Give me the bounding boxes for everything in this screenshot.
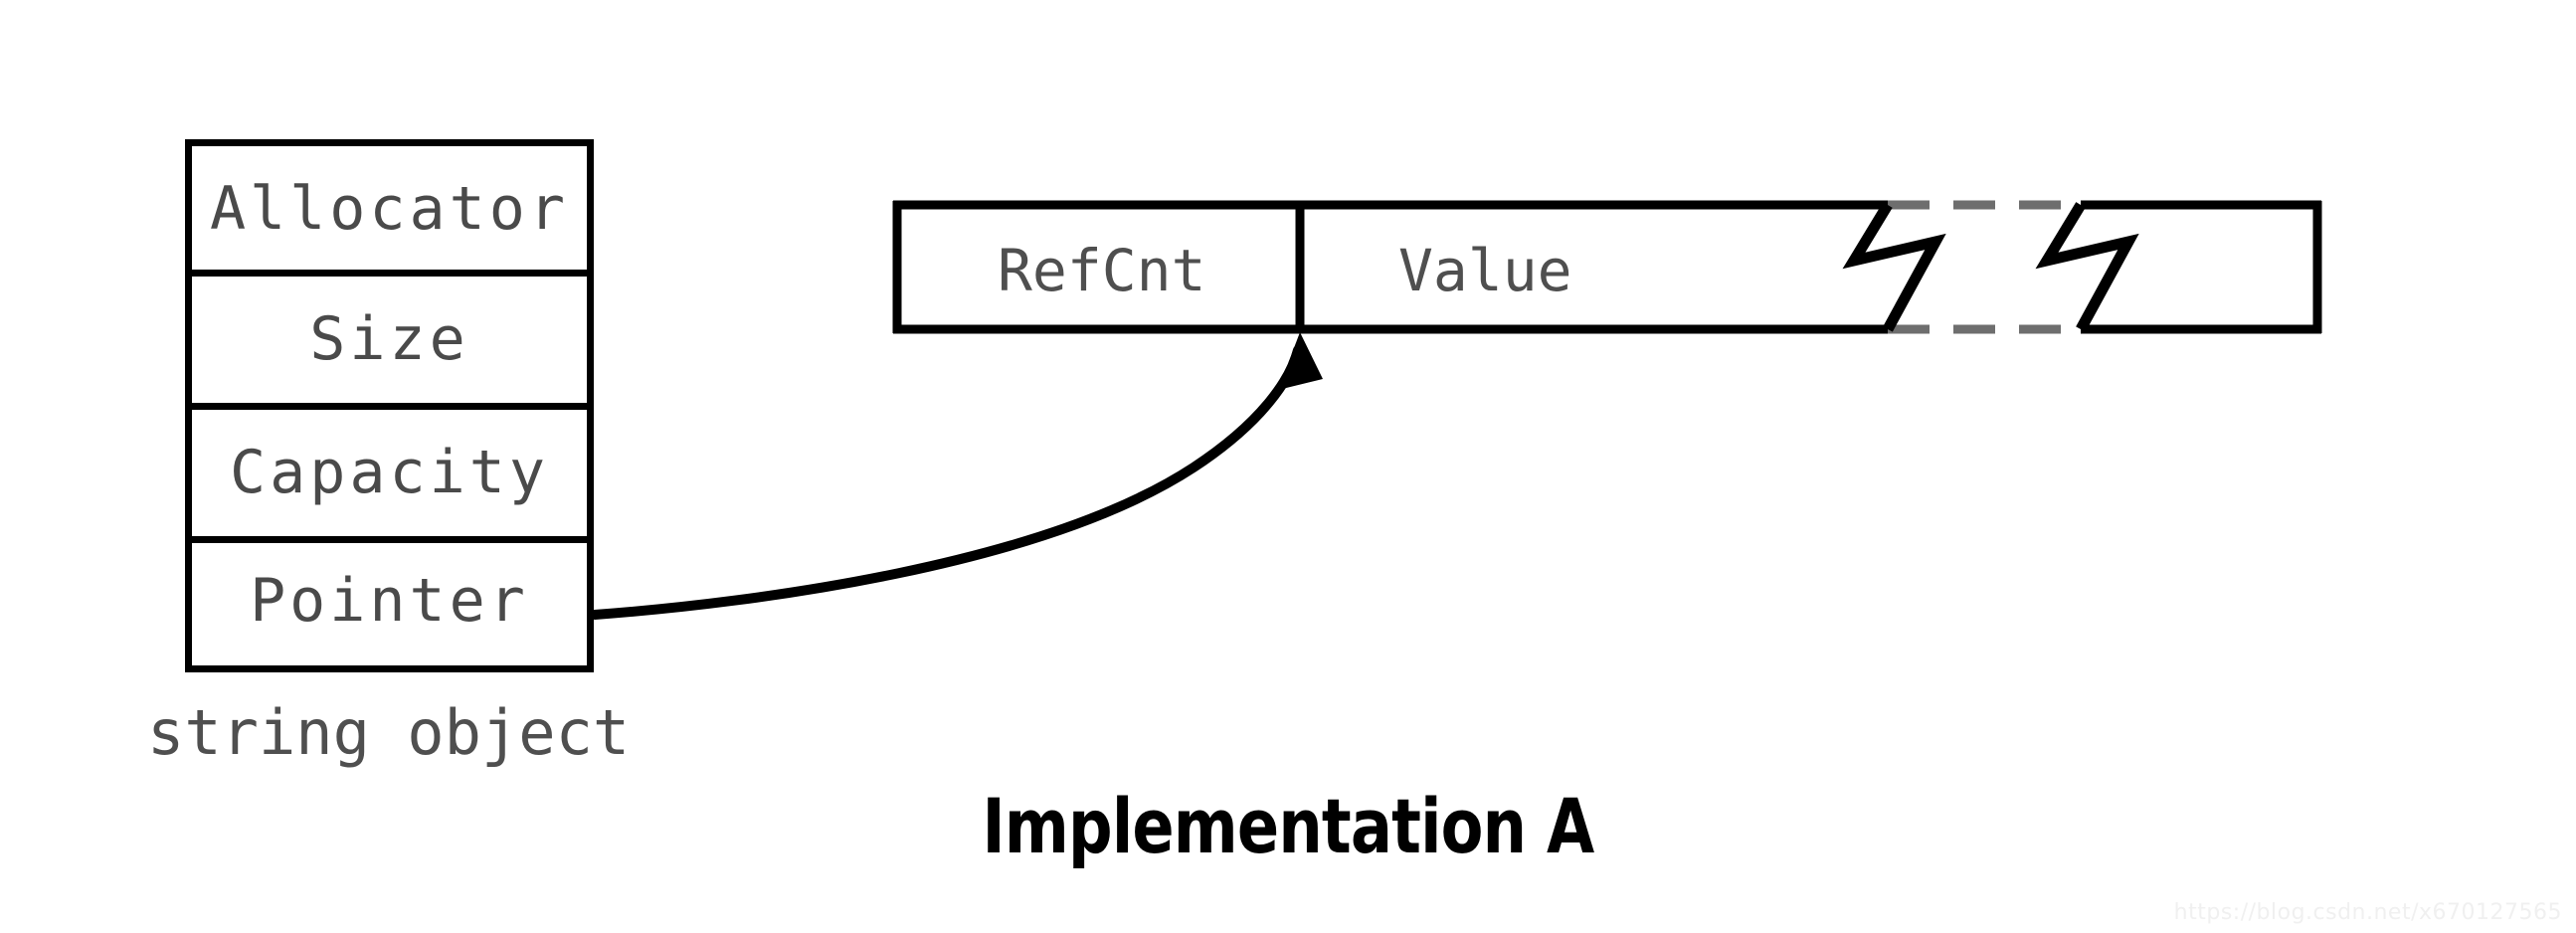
watermark-text: https://blog.csdn.net/x670127565 <box>2173 900 2562 925</box>
pointer-arrow <box>590 332 1323 620</box>
figure-title: Implementation A <box>982 782 1595 870</box>
struct-field-pointer: Pointer <box>192 536 587 665</box>
heap-buffer-cell-refcnt: RefCnt <box>998 237 1206 304</box>
heap-buffer-box: RefCnt Value <box>893 201 2317 333</box>
struct-field-allocator: Allocator <box>192 146 587 280</box>
struct-field-label: Allocator <box>209 174 570 244</box>
struct-field-capacity: Capacity <box>192 403 587 543</box>
pointer-arrow-path <box>590 345 1303 620</box>
string-object-caption: string object <box>147 696 631 769</box>
string-object-box: Allocator Size Capacity Pointer <box>185 139 594 672</box>
pointer-arrow-head <box>1278 332 1323 390</box>
struct-field-label: Size <box>309 304 469 374</box>
heap-buffer-cell-value: Value <box>1398 237 1572 304</box>
struct-field-label: Capacity <box>230 438 549 507</box>
struct-field-label: Pointer <box>250 565 529 636</box>
struct-field-size: Size <box>192 270 587 410</box>
